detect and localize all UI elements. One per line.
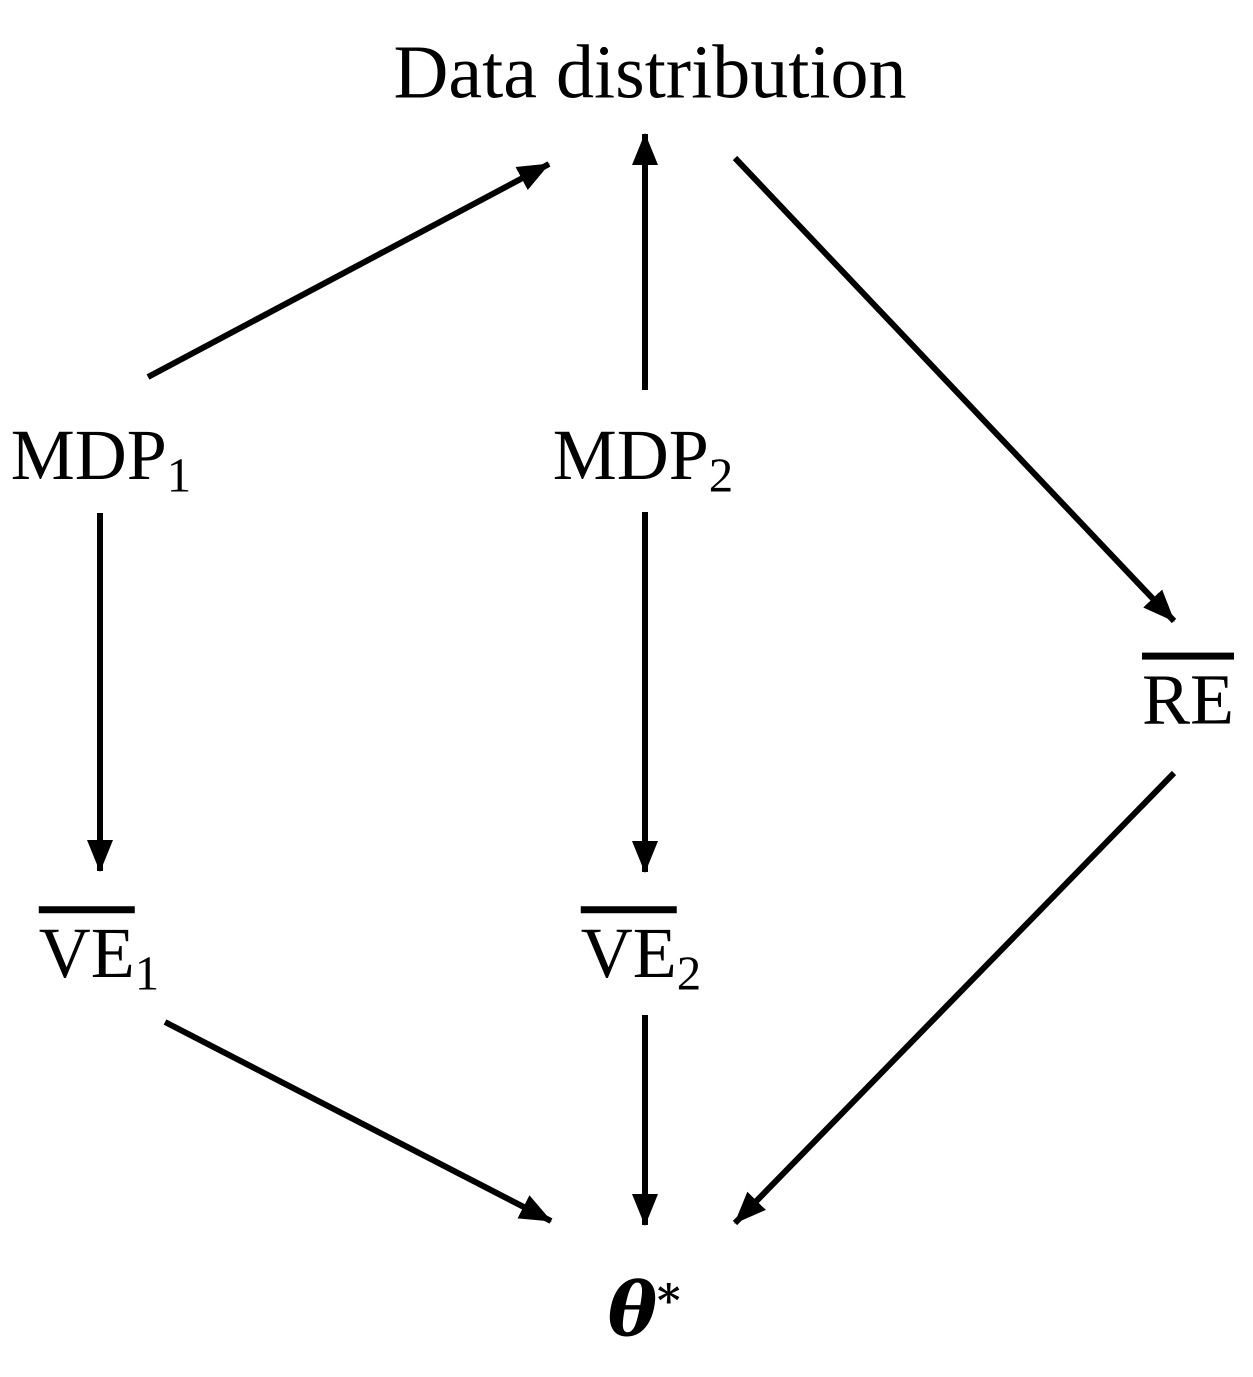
theta-label: θ [607,1267,658,1354]
node-ve1: VE1 [38,906,160,1002]
arrow-mdp1-to-data-distribution [146,161,551,380]
theta-superscript: * [657,1274,681,1327]
arrow-ve1-to-theta-star [163,1019,553,1224]
ve1-label: VE [38,906,135,994]
mdp1-subscript: 1 [166,447,192,503]
mdp2-label: MDP [552,415,709,496]
node-theta-star: θ* [608,1268,681,1353]
node-ve2: VE2 [580,906,702,1002]
mdp1-label: MDP [10,415,167,496]
ve2-subscript: 2 [676,945,702,1001]
node-mdp1: MDP1 [11,414,192,504]
ve2-label: VE [580,906,677,994]
arrow-re-to-theta-star [732,770,1177,1226]
arrow-data-distribution-to-re [732,155,1177,624]
node-mdp2: MDP2 [553,414,734,504]
data-distribution-label: Data distribution [393,30,907,115]
ve1-subscript: 1 [134,945,160,1001]
node-data-distribution: Data distribution [394,29,907,116]
re-label: RE [1141,652,1235,740]
mdp2-subscript: 2 [708,447,734,503]
node-re: RE [1141,652,1235,742]
